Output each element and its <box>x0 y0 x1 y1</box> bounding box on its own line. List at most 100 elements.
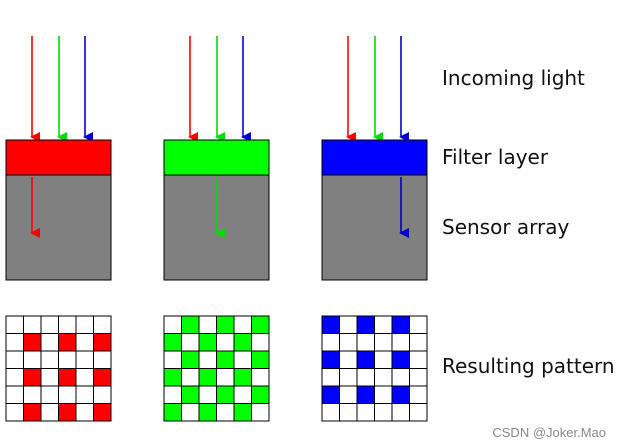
mosaic-cell-empty <box>321 368 340 387</box>
mosaic-cell-green <box>216 315 235 334</box>
sensor-block-red <box>5 174 112 281</box>
mosaic-cell-blue <box>356 385 375 404</box>
mosaic-cell-empty <box>75 403 94 422</box>
mosaic-cell-empty <box>23 385 42 404</box>
mosaic-cell-empty <box>339 350 358 369</box>
mosaic-cell-empty <box>40 368 59 387</box>
mosaic-cell-green <box>251 350 270 369</box>
mosaic-cell-green <box>181 385 200 404</box>
mosaic-cell-empty <box>75 315 94 334</box>
mosaic-cell-red <box>93 333 112 352</box>
mosaic-cell-empty <box>374 315 393 334</box>
mosaic-cell-empty <box>339 368 358 387</box>
mosaic-cell-blue <box>321 315 340 334</box>
mosaic-cell-empty <box>181 403 200 422</box>
mosaic-cell-empty <box>40 403 59 422</box>
mosaic-cell-empty <box>216 368 235 387</box>
mosaic-cell-empty <box>356 368 375 387</box>
mosaic-cell-green <box>216 350 235 369</box>
mosaic-cell-blue <box>391 385 410 404</box>
mosaic-cell-empty <box>356 403 375 422</box>
mosaic-cell-empty <box>233 385 252 404</box>
incoming-light-arrows <box>30 36 409 142</box>
mosaic-cell-empty <box>163 385 182 404</box>
mosaic-cell-empty <box>75 368 94 387</box>
mosaic-cell-empty <box>233 315 252 334</box>
mosaic-cell-empty <box>93 315 112 334</box>
mosaic-cell-empty <box>198 385 217 404</box>
mosaic-cell-green <box>198 333 217 352</box>
mosaic-cell-red <box>93 403 112 422</box>
mosaic-cell-empty <box>93 350 112 369</box>
mosaic-cell-empty <box>216 403 235 422</box>
filter-block-green <box>163 139 270 176</box>
mosaic-cell-empty <box>216 333 235 352</box>
mosaic-cell-empty <box>391 403 410 422</box>
mosaic-cell-empty <box>75 350 94 369</box>
mosaic-cell-empty <box>339 385 358 404</box>
mosaic-cell-empty <box>40 350 59 369</box>
mosaic-cell-green <box>216 385 235 404</box>
filter-block-blue <box>321 139 428 176</box>
mosaic-cell-empty <box>23 315 42 334</box>
mosaic-cell-empty <box>251 333 270 352</box>
mosaic-cell-blue <box>391 315 410 334</box>
mosaic-cell-empty <box>5 385 24 404</box>
mosaic-cell-empty <box>321 333 340 352</box>
mosaic-cell-empty <box>374 333 393 352</box>
mosaic-grid-red <box>5 315 112 422</box>
mosaic-cell-green <box>163 403 182 422</box>
mosaic-cell-green <box>163 368 182 387</box>
mosaic-cell-empty <box>181 368 200 387</box>
mosaic-cell-empty <box>198 350 217 369</box>
mosaic-cell-red <box>58 403 77 422</box>
mosaic-cell-empty <box>409 333 428 352</box>
mosaic-cell-blue <box>356 350 375 369</box>
mosaic-cell-green <box>181 350 200 369</box>
mosaic-cell-empty <box>58 350 77 369</box>
mosaic-cell-empty <box>40 333 59 352</box>
mosaic-cell-empty <box>409 350 428 369</box>
mosaic-grid-blue <box>321 315 428 422</box>
sensor-block-blue <box>321 174 428 281</box>
mosaic-cell-empty <box>409 368 428 387</box>
mosaic-cell-empty <box>5 403 24 422</box>
mosaic-cell-empty <box>163 350 182 369</box>
filter-sensor-blocks <box>5 139 428 281</box>
mosaic-cell-empty <box>198 315 217 334</box>
mosaic-cell-empty <box>75 385 94 404</box>
mosaic-cell-empty <box>251 403 270 422</box>
mosaic-cell-green <box>251 385 270 404</box>
mosaic-cell-blue <box>356 315 375 334</box>
mosaic-cell-empty <box>356 333 375 352</box>
mosaic-cell-red <box>23 403 42 422</box>
resulting-pattern-label: Resulting pattern <box>442 354 615 378</box>
mosaic-cell-empty <box>409 385 428 404</box>
mosaic-cell-empty <box>93 385 112 404</box>
mosaic-cell-empty <box>374 403 393 422</box>
mosaic-cell-blue <box>391 350 410 369</box>
mosaic-cell-empty <box>5 368 24 387</box>
mosaic-cell-empty <box>374 385 393 404</box>
mosaic-cell-empty <box>251 368 270 387</box>
mosaic-cell-empty <box>409 403 428 422</box>
mosaic-cell-empty <box>339 315 358 334</box>
mosaic-cell-blue <box>321 385 340 404</box>
mosaic-cell-empty <box>339 403 358 422</box>
mosaic-cell-empty <box>321 403 340 422</box>
mosaic-grid-green <box>163 315 270 422</box>
mosaic-cell-empty <box>391 333 410 352</box>
mosaic-cell-empty <box>75 333 94 352</box>
mosaic-cell-empty <box>181 333 200 352</box>
mosaic-cell-green <box>198 368 217 387</box>
mosaic-cell-empty <box>5 315 24 334</box>
mosaic-cell-red <box>93 368 112 387</box>
mosaic-cell-empty <box>163 315 182 334</box>
mosaic-cell-empty <box>40 385 59 404</box>
mosaic-cell-empty <box>339 333 358 352</box>
watermark: CSDN @Joker.Mao <box>492 425 606 440</box>
filter-block-red <box>5 139 112 176</box>
mosaic-cell-empty <box>374 350 393 369</box>
filter-layer-label: Filter layer <box>442 145 549 169</box>
mosaic-cell-empty <box>374 368 393 387</box>
